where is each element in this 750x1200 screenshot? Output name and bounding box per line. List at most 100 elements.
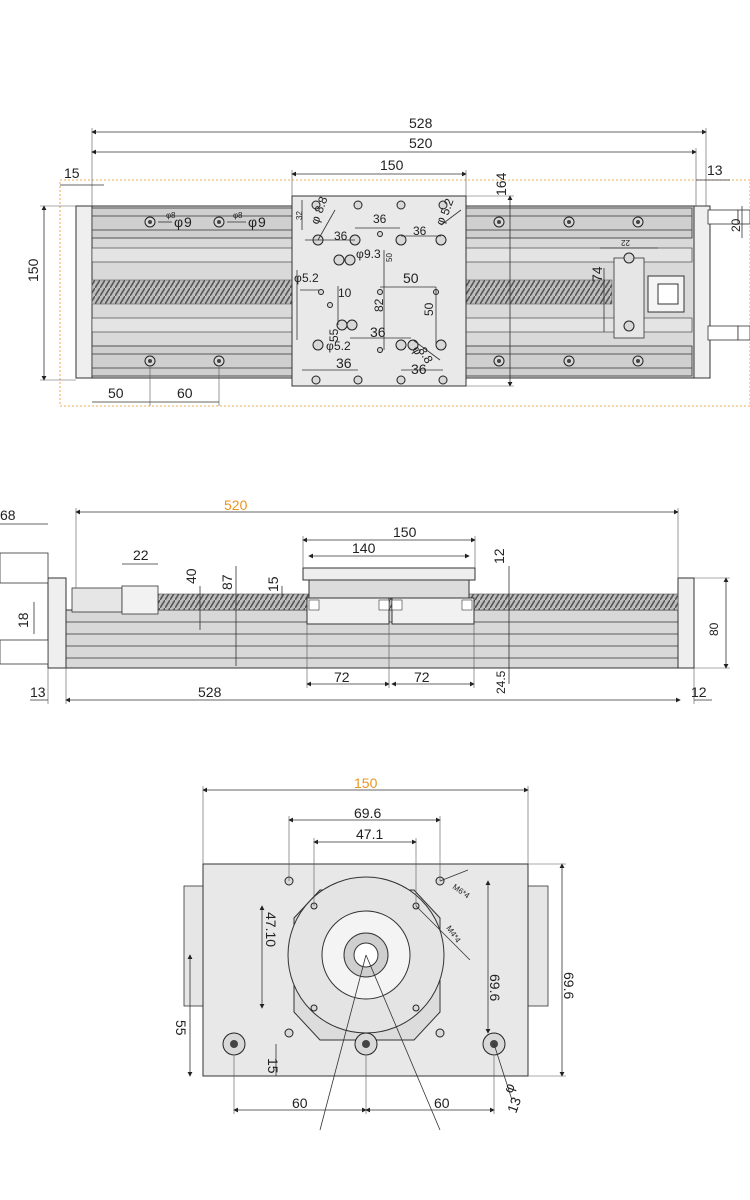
dim-13-end: 13 <box>504 1095 524 1115</box>
left-end-cap <box>75 205 93 379</box>
plate-label-50-h: 50 <box>403 270 419 286</box>
dim-12-side: 12 <box>491 548 507 564</box>
plate-label-36-a: 36 <box>373 212 387 226</box>
end-side-block-right <box>527 885 549 1007</box>
dim-47-10: 47.10 <box>263 912 279 947</box>
dim-72-a: 72 <box>334 669 350 685</box>
plate-label-36-b: 36 <box>334 229 348 243</box>
dim-15: 15 <box>64 165 80 181</box>
dim-22-top: 22 <box>621 238 630 247</box>
dim-87-side: 87 <box>219 574 235 590</box>
dim-150-end: 150 <box>354 775 378 791</box>
dim-69-6-right: 69.6 <box>561 972 577 999</box>
dim-20: 20 <box>729 218 743 232</box>
dim-528-top: 528 <box>409 115 433 131</box>
dim-24-5: 24.5 <box>494 670 508 694</box>
dim-55-end: 55 <box>173 1020 189 1036</box>
right-end-cap <box>693 205 711 379</box>
plate-label-9-3: 9.3 <box>364 247 381 261</box>
phi-symbol-b: φ <box>233 211 238 220</box>
plate-label-phi-c: φ <box>356 247 364 261</box>
plate-label-5-2-b: 5.2 <box>302 271 319 285</box>
dim-60-pitch: 60 <box>177 385 193 401</box>
dim-528-side: 528 <box>198 684 222 700</box>
dim-520-top: 520 <box>409 135 433 151</box>
plate-label-36-f: 36 <box>411 361 427 377</box>
phi-symbol: φ <box>166 211 171 220</box>
plate-label-50-a: 50 <box>385 253 394 262</box>
side-plate-top <box>302 567 476 581</box>
dim-69-6-top: 69.6 <box>354 805 381 821</box>
phi9-a: 9 <box>184 214 192 230</box>
side-motor-stub-2 <box>0 639 49 665</box>
end-view: 150 69.6 47.1 47.10 69.6 69.6 55 15 60 6… <box>173 775 577 1131</box>
small-8-b: 8 <box>238 211 243 220</box>
dim-80-side: 80 <box>707 622 721 636</box>
top-view-envelope <box>59 179 750 407</box>
plate-label-82: 82 <box>372 298 386 312</box>
dim-74: 74 <box>589 266 605 282</box>
plate-label-8-8-a: 8.8 <box>312 194 331 215</box>
phi9-b: 9 <box>258 214 266 230</box>
plate-label-36-d: 36 <box>370 324 386 340</box>
top-view-dimension-lines <box>40 128 743 406</box>
top-view: φ 8 φ 9 φ 8 φ 9 <box>25 115 750 407</box>
dim-69-6-mid: 69.6 <box>487 974 503 1001</box>
dim-60-b: 60 <box>434 1095 450 1111</box>
dim-15-side: 15 <box>265 576 281 592</box>
dim-13-side: 13 <box>30 684 46 700</box>
motor-bracket <box>600 209 750 341</box>
plate-holes <box>311 200 448 385</box>
end-view-dimension-labels: 150 69.6 47.1 47.10 69.6 69.6 55 15 60 6… <box>173 775 577 1115</box>
dim-140-side: 140 <box>352 540 376 556</box>
dim-13: 13 <box>707 162 723 178</box>
dim-12-right-side: 12 <box>691 684 707 700</box>
dim-18-side: 18 <box>15 612 31 628</box>
dim-50-pitch: 50 <box>108 385 124 401</box>
dim-150-side: 150 <box>393 524 417 540</box>
plate-label-55: 55 <box>327 328 341 342</box>
side-right-end <box>677 577 695 669</box>
phi9-b-symbol: φ <box>248 214 257 230</box>
dim-40-side: 40 <box>183 568 199 584</box>
dim-22-side: 22 <box>133 547 149 563</box>
side-motor-stub <box>0 552 49 584</box>
phi9-a-symbol: φ <box>174 214 183 230</box>
end-view-dimension-lines <box>187 786 566 1131</box>
plate-label-36-c: 36 <box>413 224 427 238</box>
dim-164: 164 <box>493 172 509 196</box>
side-left-end <box>47 577 67 669</box>
rail-holes <box>144 216 644 367</box>
side-view-dimension-labels: 520 150 140 22 40 87 15 12 18 80 72 72 2… <box>0 497 721 700</box>
small-8-a: 8 <box>171 211 176 220</box>
side-view-dimension-lines <box>0 508 730 704</box>
plate-label-36-e: 36 <box>336 355 352 371</box>
end-side-block-left <box>183 885 205 1007</box>
dim-72-b: 72 <box>414 669 430 685</box>
dim-150-plate: 150 <box>380 157 404 173</box>
rail-hole-callouts: φ 8 φ 9 φ 8 φ 9 <box>158 211 266 230</box>
dim-68-side: 68 <box>0 507 16 523</box>
dim-150-height: 150 <box>25 258 41 282</box>
plate-label-5-2-a: 5.2 <box>438 196 457 217</box>
side-coupling <box>71 587 123 613</box>
dim-phi-13-symbol: φ <box>500 1081 518 1095</box>
dim-47-1: 47.1 <box>356 826 383 842</box>
top-view-dimension-labels: 528 520 150 15 13 150 164 50 60 22 74 20 <box>25 115 743 401</box>
plate-label-50-b: 50 <box>422 302 436 316</box>
side-plate <box>308 579 470 599</box>
plate-label-phi-d: φ <box>294 271 302 285</box>
side-block-a <box>306 597 390 625</box>
plate-dimension-lines <box>296 200 462 371</box>
plate-label-5-2-c: 5.2 <box>334 339 351 353</box>
dim-520-side: 520 <box>224 497 248 513</box>
plate-label-phi-e: φ <box>326 339 334 353</box>
plate-label-32: 32 <box>295 211 304 220</box>
dim-15-end: 15 <box>265 1058 281 1074</box>
side-coupling-block <box>121 585 159 615</box>
side-view: 520 150 140 22 40 87 15 12 18 80 72 72 2… <box>0 497 730 704</box>
side-block-b <box>391 597 475 625</box>
dim-60-a: 60 <box>292 1095 308 1111</box>
plate-label-10: 10 <box>338 286 352 300</box>
